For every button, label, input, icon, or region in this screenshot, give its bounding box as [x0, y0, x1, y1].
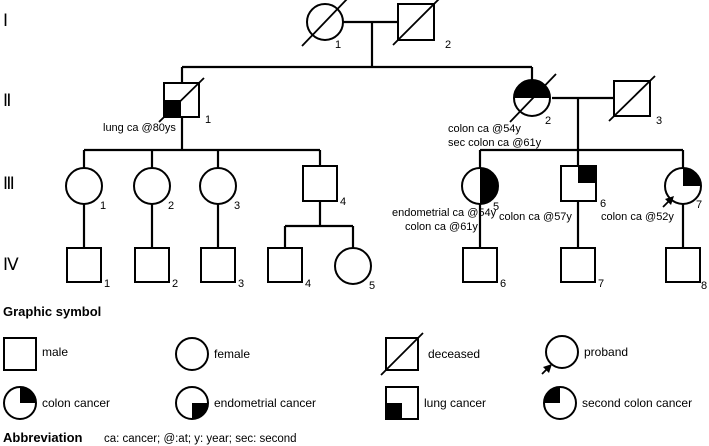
individual-i-2: 2: [392, 0, 451, 51]
legend-label: lung cancer: [424, 396, 486, 410]
individual-number: 3: [234, 200, 240, 212]
individual-number: 3: [238, 278, 244, 290]
individual-number: 7: [696, 199, 702, 211]
generation-label-iv: Ⅳ: [3, 255, 19, 274]
deceased-symbol-icon: [380, 332, 424, 376]
individual-ii-3: 3: [608, 75, 662, 127]
colon-cancer-symbol-icon: [3, 386, 37, 420]
individual-iv-7: 7: [560, 247, 604, 290]
individual-i-1: 1: [301, 0, 348, 51]
legend-label: male: [42, 345, 68, 359]
proband-arrow-icon: [662, 196, 674, 208]
individual-number: 6: [500, 278, 506, 290]
legend-label: colon cancer: [42, 396, 110, 410]
annotation-line-1: colon ca @54y: [448, 123, 521, 135]
individual-ii-1: lung ca @80ys 1: [103, 77, 211, 134]
individual-number: 2: [168, 200, 174, 212]
generation-label-iii: Ⅲ: [3, 174, 15, 193]
annotation: colon ca @52y: [601, 211, 674, 223]
pedigree-lines: [82, 20, 685, 248]
individual-ii-2: 2 colon ca @54y sec colon ca @61y: [448, 73, 557, 149]
individual-number: 5: [369, 280, 375, 292]
individual-iv-5: 5: [334, 247, 375, 292]
individual-number: 2: [545, 115, 551, 127]
individual-iii-5: 5 endometrial ca @54y colon ca @61y: [392, 167, 499, 233]
individual-iii-7: 7 colon ca @52y: [601, 167, 702, 223]
individual-number: 1: [100, 200, 106, 212]
individual-iv-6: 6: [462, 247, 506, 290]
individual-iii-1: 1: [65, 167, 106, 212]
legend-label: proband: [584, 345, 628, 359]
individual-number: 5: [493, 201, 499, 213]
colon-cancer-fill: [514, 80, 532, 98]
legend-item-male: male: [3, 337, 68, 371]
legend-heading: Graphic symbol: [3, 304, 101, 319]
individual-iii-3: 3: [199, 167, 240, 212]
individual-iv-3: 3: [200, 247, 244, 290]
legend-item-lung-cancer: lung cancer: [385, 386, 486, 420]
individual-number: 1: [335, 39, 341, 51]
second-colon-cancer-symbol-icon: [543, 386, 577, 420]
individual-number: 3: [656, 115, 662, 127]
legend-item-female: female: [175, 337, 250, 371]
individual-number: 4: [340, 196, 346, 208]
endometrial-cancer-fill: [480, 186, 498, 204]
individual-iii-2: 2: [133, 167, 174, 212]
legend-label: endometrial cancer: [214, 396, 316, 410]
individual-number: 1: [205, 114, 211, 126]
individual-iv-8: 8: [665, 247, 707, 292]
abbreviation-heading: Abbreviation: [3, 430, 83, 445]
individual-number: 8: [701, 280, 707, 292]
male-symbol-icon: [3, 337, 37, 371]
annotation: colon ca @57y: [499, 211, 572, 223]
abbreviation-text: ca: cancer; @:at; y: year; sec: second: [104, 433, 297, 445]
legend-item-deceased: deceased: [380, 332, 480, 376]
legend-item-endometrial-cancer: endometrial cancer: [175, 386, 316, 420]
female-symbol-icon: [175, 337, 209, 371]
generation-label-i: Ⅰ: [3, 11, 8, 30]
individual-iv-1: 1: [66, 247, 110, 290]
individual-iii-6: 6 colon ca @57y: [499, 165, 606, 223]
legend-item-second-colon-cancer: second colon cancer: [543, 386, 692, 420]
individual-number: 7: [598, 278, 604, 290]
lung-cancer-symbol-icon: [385, 386, 419, 420]
generation-label-ii: Ⅱ: [3, 91, 11, 110]
annotation: lung ca @80ys: [103, 122, 176, 134]
annotation-line-1: endometrial ca @54y: [392, 207, 497, 219]
legend-item-colon-cancer: colon cancer: [3, 386, 110, 420]
individual-number: 2: [172, 278, 178, 290]
individual-iv-2: 2: [134, 247, 178, 290]
individual-iv-4: 4: [267, 247, 311, 290]
legend-label: second colon cancer: [582, 396, 692, 410]
individual-number: 4: [305, 278, 311, 290]
individual-iii-4: 4: [302, 165, 346, 208]
legend-item-proband: proband: [541, 335, 628, 375]
annotation-line-2: colon ca @61y: [405, 221, 478, 233]
proband-symbol-icon: [541, 335, 579, 375]
individual-number: 6: [600, 198, 606, 210]
annotation-line-2: sec colon ca @61y: [448, 137, 542, 149]
colon-cancer-fill: [480, 168, 498, 186]
individual-number: 1: [104, 278, 110, 290]
legend-label: female: [214, 347, 250, 361]
legend-label: deceased: [428, 347, 480, 361]
colon-cancer-fill: [578, 166, 596, 183]
colon-cancer-fill: [683, 168, 701, 186]
endometrial-cancer-symbol-icon: [175, 386, 209, 420]
individual-number: 2: [445, 39, 451, 51]
